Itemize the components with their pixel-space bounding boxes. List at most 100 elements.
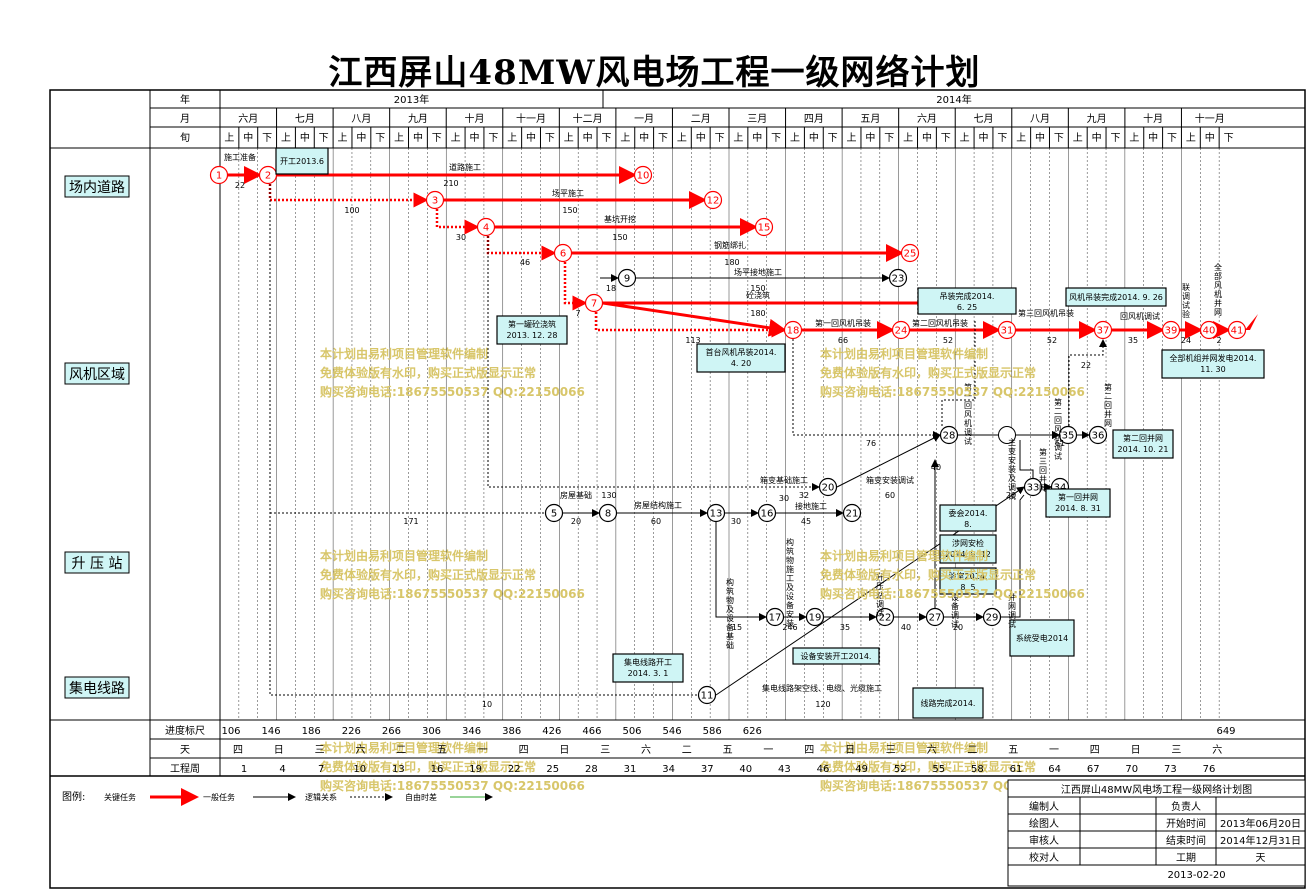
xun-label: 下: [941, 133, 951, 144]
node-label-5: 5: [551, 509, 557, 520]
float-number-11: 20: [1006, 491, 1016, 500]
xun-label: 下: [658, 133, 668, 144]
milestone-callout-label: 2013. 12. 28: [507, 331, 558, 340]
milestone-callout-box: [917, 287, 1017, 315]
month-label: 十月: [1143, 112, 1163, 125]
milestone-callout-box: [1009, 619, 1075, 657]
xun-label: 下: [828, 133, 838, 144]
float-number-12: 61: [1055, 439, 1065, 448]
xun-label: 中: [809, 131, 819, 144]
day-value: 三: [886, 745, 896, 756]
progress-tick: 346: [462, 726, 481, 737]
node-1: [209, 165, 229, 185]
day-value: 一: [478, 745, 488, 756]
week-value: 49: [855, 764, 868, 775]
day-value: 日: [1131, 745, 1141, 756]
milestone-callout-label: 2014. 8. 12: [945, 550, 991, 559]
day-value: 四: [233, 745, 243, 756]
milestone-callout-label: 验室2014.: [949, 571, 988, 581]
month-label: 八月: [1030, 113, 1050, 125]
progress-tick: 426: [542, 726, 561, 737]
task-label-3: 基坑开挖: [604, 214, 636, 224]
day-value: 四: [1090, 745, 1100, 756]
milestone-callout-box: [496, 315, 568, 345]
legend-float-label: 自由时差: [405, 792, 437, 802]
milestone-callout-box: [939, 567, 997, 595]
xun-label: 下: [1167, 133, 1177, 144]
xun-label: 上: [338, 132, 348, 144]
task-label-0: 施工准备: [224, 152, 256, 162]
week-value: 58: [971, 764, 984, 775]
xun-label: 上: [677, 132, 687, 144]
milestone-callout-label: 全部机组并网发电2014.: [1170, 353, 1257, 363]
node-label-35: 35: [1062, 431, 1075, 442]
xun-label: 下: [545, 133, 555, 144]
node-22: [875, 607, 895, 627]
info-cell: 校对人: [1029, 851, 1059, 864]
watermark-text: 免费体验版有水印，购买正式版显示正常: [320, 365, 536, 380]
header-xun-label: 旬: [180, 131, 190, 144]
week-value: 13: [392, 764, 405, 775]
week-value: 19: [469, 764, 482, 775]
progress-label: 进度标尺: [165, 724, 205, 737]
milestone-callout-label: 6. 25: [957, 303, 977, 312]
milestone-callout-label: 设备安装开工2014.: [801, 651, 872, 661]
task-duration-1: 210: [443, 179, 458, 188]
milestone-callout-box: [696, 343, 786, 373]
month-label: 十月: [465, 112, 485, 125]
float-number-15: 10: [482, 700, 492, 709]
task-duration-7: 66: [838, 336, 848, 345]
day-value: 三: [315, 745, 325, 756]
node-label-40: 40: [1203, 326, 1216, 337]
milestone-callout-label: 线路完成2014.: [921, 698, 976, 708]
watermark-text: 购买咨询电话:18675550537 QQ:22150066: [320, 778, 585, 793]
xun-label: 中: [1205, 131, 1215, 144]
milestone-callout-label: 委会2014.: [949, 508, 988, 518]
xun-label: 上: [960, 132, 970, 144]
month-label: 六月: [917, 113, 937, 125]
day-value: 五: [1008, 745, 1018, 756]
logic-arrow: [836, 434, 941, 488]
milestone-callout-label: 第一回并网: [1058, 492, 1098, 502]
node-label-41: 41: [1231, 326, 1244, 337]
day-value: 日: [845, 745, 855, 756]
day-value: 六: [927, 744, 937, 756]
milestone-callout-label: 4. 20: [731, 359, 751, 368]
float-number-4: 7: [575, 309, 580, 318]
milestone-callout-label: 首台风机吊装2014.: [706, 347, 777, 357]
info-cell: 2013年06月20日: [1220, 817, 1301, 830]
progress-tick: 106: [221, 726, 240, 737]
milestone-callout-label: 8. 5: [960, 583, 975, 592]
float-number-6: 171: [403, 517, 418, 526]
week-value: 55: [932, 764, 945, 775]
milestone-callout-label: 8.: [964, 520, 972, 529]
week-value: 4: [279, 764, 285, 775]
header-year-label: 年: [180, 93, 190, 106]
task-label-13: 箱变基础施工: [760, 475, 808, 485]
milestone-callout-box: [1161, 349, 1265, 379]
float-number-20: 15: [732, 623, 742, 632]
node-label-6: 6: [560, 249, 566, 260]
node-label-16: 16: [761, 509, 774, 520]
logic-dotted: [1068, 339, 1107, 426]
logic-dotted: [941, 320, 976, 426]
month-label: 十二月: [573, 112, 603, 125]
week-value: 52: [894, 764, 907, 775]
watermark-text: 本计划由易利项目管理软件编制: [320, 346, 488, 361]
node-25: [900, 243, 920, 263]
week-value: 64: [1048, 764, 1061, 775]
day-value: 六: [641, 744, 651, 756]
task-duration-5: 150: [750, 284, 765, 293]
week-value: 73: [1164, 764, 1177, 775]
task-duration-12: 60: [651, 517, 661, 526]
node-18: [783, 320, 803, 340]
vertical-task-label-7: 构筑物及设备基础: [726, 577, 734, 650]
milestone-callout-label: 2014. 8. 31: [1055, 504, 1101, 513]
milestone-callout-label: 开工2013.6: [280, 157, 324, 166]
day-value: 五: [437, 745, 447, 756]
vertical-task-label-9: 升压站调试: [876, 573, 884, 618]
xun-label: 上: [1186, 132, 1196, 144]
legend-title: 图例:: [62, 790, 85, 803]
day-value: 日: [274, 745, 284, 756]
node-label-17: 17: [769, 613, 782, 624]
